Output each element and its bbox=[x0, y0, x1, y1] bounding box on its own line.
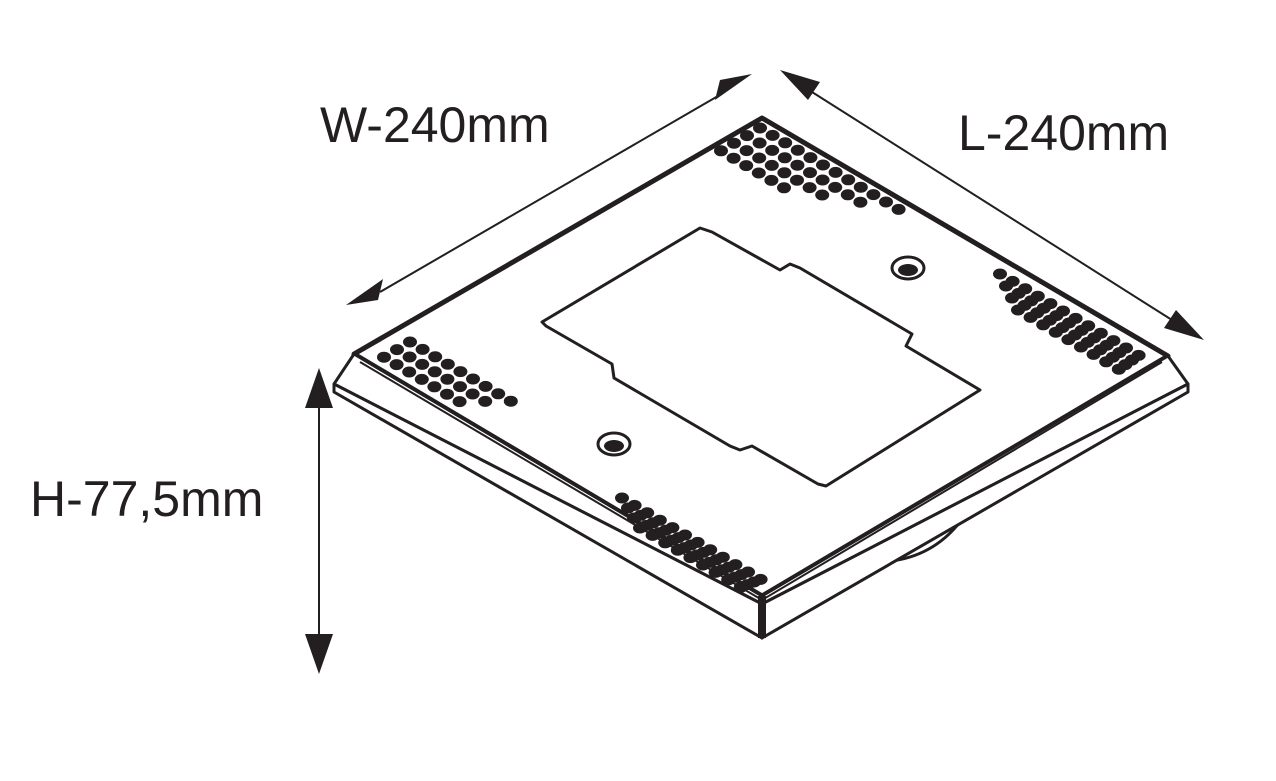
tactile-dot bbox=[491, 388, 506, 400]
tactile-dot bbox=[853, 181, 868, 193]
tactile-dot bbox=[753, 122, 767, 134]
tactile-dot bbox=[615, 492, 629, 504]
inner-rim-line bbox=[359, 361, 1163, 602]
width-label: W-240mm bbox=[320, 97, 550, 153]
tactile-dot bbox=[415, 343, 430, 355]
tactile-dot bbox=[389, 359, 404, 371]
tactile-dot bbox=[816, 159, 830, 171]
tactile-dot bbox=[777, 167, 792, 179]
tactile-dot bbox=[453, 381, 467, 393]
tactile-dot bbox=[1086, 348, 1101, 360]
tactile-dot bbox=[777, 182, 791, 194]
tactile-dot bbox=[670, 544, 685, 556]
tactile-dot bbox=[658, 537, 673, 549]
tactile-dot bbox=[377, 351, 391, 363]
tactile-dot bbox=[714, 145, 728, 157]
tactile-dot bbox=[803, 167, 817, 179]
tactile-dots-top bbox=[714, 122, 906, 215]
tactile-dot bbox=[478, 380, 493, 392]
tactile-dot bbox=[683, 552, 698, 564]
tactile-dot bbox=[841, 174, 856, 186]
tactile-dot bbox=[739, 160, 754, 172]
tactile-dot bbox=[765, 144, 780, 156]
tactile-dot bbox=[879, 196, 893, 208]
tactile-dot bbox=[427, 366, 442, 378]
tactile-dot bbox=[828, 166, 843, 178]
tactile-dot bbox=[402, 366, 417, 378]
tactile-dot bbox=[993, 268, 1007, 280]
tactile-dot bbox=[752, 137, 767, 149]
tactile-dot bbox=[733, 581, 748, 593]
tactile-dot bbox=[803, 152, 818, 164]
tactile-dot bbox=[466, 373, 480, 385]
tactile-dot bbox=[1099, 356, 1114, 368]
tactile-dot bbox=[696, 559, 710, 571]
length-label: L-240mm bbox=[958, 105, 1170, 161]
tactile-dot bbox=[453, 366, 468, 378]
tactile-dot bbox=[708, 566, 723, 578]
tactile-dot bbox=[452, 396, 467, 408]
tactile-dot bbox=[440, 358, 455, 370]
tactile-dot bbox=[764, 174, 779, 186]
tactile-dot bbox=[790, 159, 805, 171]
tactile-dot bbox=[621, 502, 635, 514]
tactile-dot bbox=[1061, 334, 1076, 346]
tactile-dot bbox=[1111, 363, 1126, 375]
tactile-dot bbox=[740, 130, 754, 142]
tactile-dot bbox=[415, 358, 430, 370]
tactile-dot bbox=[828, 181, 843, 193]
screw-hole-left bbox=[596, 431, 632, 457]
height-label: H-77,5mm bbox=[30, 471, 264, 527]
tactile-dot bbox=[428, 351, 443, 363]
tactile-dot bbox=[1074, 341, 1088, 353]
tactile-dot bbox=[633, 522, 647, 534]
tactile-dots-right bbox=[993, 268, 1146, 375]
tactile-dot bbox=[815, 174, 830, 186]
tactile-dot bbox=[777, 152, 792, 164]
tactile-dot bbox=[752, 152, 767, 164]
tactile-dot bbox=[427, 381, 442, 393]
tactile-dot bbox=[440, 373, 455, 385]
tactile-dot bbox=[1023, 311, 1038, 323]
tactile-dot bbox=[726, 152, 741, 164]
tactile-dot bbox=[764, 159, 779, 171]
tactile-dots-left bbox=[377, 336, 518, 408]
tactile-dot bbox=[627, 512, 641, 524]
height-dimension-arrow bbox=[305, 368, 333, 674]
tactile-dot bbox=[790, 174, 804, 186]
tactile-dot bbox=[645, 529, 660, 541]
tactile-dot bbox=[440, 388, 454, 400]
tactile-dot bbox=[465, 388, 480, 400]
screw-hole-right bbox=[890, 255, 926, 281]
tactile-dot bbox=[1005, 292, 1019, 304]
length-dimension-arrow bbox=[780, 70, 1204, 340]
tactile-dot bbox=[891, 203, 906, 215]
tactile-dot bbox=[414, 373, 429, 385]
tactile-dot bbox=[478, 395, 493, 407]
width-dimension-arrow bbox=[346, 74, 752, 305]
tactile-dot bbox=[1048, 326, 1063, 338]
tactile-dot bbox=[403, 336, 417, 348]
tactile-dot bbox=[765, 129, 780, 141]
tactile-dot bbox=[999, 280, 1013, 292]
tactile-dot bbox=[840, 189, 855, 201]
tactile-dot bbox=[721, 574, 736, 586]
tactile-dot bbox=[727, 137, 741, 149]
tactile-dot bbox=[815, 189, 830, 201]
tactile-dot bbox=[1036, 319, 1051, 331]
tactile-dot bbox=[739, 145, 754, 157]
tactile-dot bbox=[802, 182, 817, 194]
tactile-dot bbox=[866, 189, 881, 201]
tactile-dot bbox=[390, 344, 404, 356]
tactile-dot bbox=[402, 351, 417, 363]
tactile-dot bbox=[853, 196, 868, 208]
center-recess bbox=[540, 226, 982, 488]
tactile-dots-bottom bbox=[615, 492, 768, 593]
tactile-dot bbox=[503, 395, 518, 407]
tactile-dot bbox=[1011, 304, 1025, 316]
tactile-dot bbox=[790, 144, 805, 156]
tactile-dot bbox=[778, 137, 793, 149]
tactile-dot bbox=[751, 167, 766, 179]
